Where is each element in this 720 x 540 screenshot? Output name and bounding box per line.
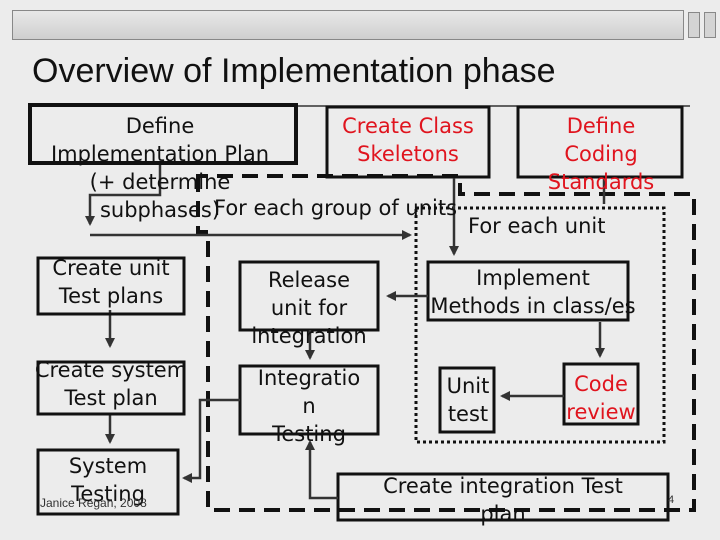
system-testing-label: System Testing (38, 452, 178, 508)
system-test-plan-box (36, 360, 186, 416)
define-coding-text: Define Coding Standards (547, 114, 655, 194)
top-bar-button-right (704, 12, 716, 38)
code-review-text: Code review (566, 372, 636, 424)
group-of-units-label: For each group of units (214, 196, 458, 220)
unit-test-label: Unit test (438, 372, 498, 428)
create-class-text: Create Class Skeletons (342, 114, 474, 166)
system-test-plan-text: Create system Test plan (34, 358, 188, 410)
integration-testing-text: Integratio n Testing (257, 366, 361, 446)
create-class-label: Create Class Skeletons (328, 112, 488, 168)
release-unit-text: Release unit for integration (251, 268, 367, 348)
system-test-plan-label: Create system Test plan (26, 356, 196, 412)
unit-test-text: Unit test (446, 374, 490, 426)
arrow-plan-to-unit-test-plans (85, 165, 162, 226)
slide-title: Overview of Implementation phase (32, 52, 556, 90)
release-unit-label: Release unit for integration (236, 266, 382, 350)
code-review-label: Code review (560, 370, 642, 426)
slide-top-bar (12, 10, 684, 40)
implement-methods-box (426, 260, 630, 322)
define-plan-label: Define Implementation Plan (+ determine … (32, 112, 288, 224)
unit-test-box (438, 366, 496, 434)
group-of-units-boundary (196, 174, 696, 512)
footer-credit: Janice Regan, 2008 (40, 496, 147, 510)
implement-methods-label: Implement Methods in class/es (418, 264, 648, 320)
page-number: 4 (668, 494, 675, 506)
top-bar-button-left (688, 12, 700, 38)
implement-methods-text: Implement Methods in class/es (430, 266, 636, 318)
for-each-unit-boundary (414, 206, 666, 444)
code-review-box (562, 362, 640, 426)
for-each-unit-label: For each unit (468, 214, 606, 238)
arrow-integration-to-system-testing (182, 398, 240, 483)
system-testing-box (36, 448, 180, 516)
unit-test-plans-text: Create unit Test plans (52, 256, 170, 308)
unit-test-plans-label: Create unit Test plans (26, 254, 196, 310)
define-coding-box (516, 105, 684, 179)
integration-test-plan-text: Create integration Test plan (383, 474, 623, 526)
integration-test-plan-label: Create integration Test plan (338, 472, 668, 528)
define-plan-box (28, 103, 298, 165)
define-coding-label: Define Coding Standards (520, 112, 682, 196)
arrow-integration-plan-to-testing (305, 440, 338, 500)
define-plan-text: Define Implementation Plan (+ determine … (50, 114, 270, 222)
unit-test-plans-box (36, 256, 186, 316)
integration-testing-label: Integratio n Testing (236, 364, 382, 448)
system-testing-text: System Testing (68, 454, 148, 506)
